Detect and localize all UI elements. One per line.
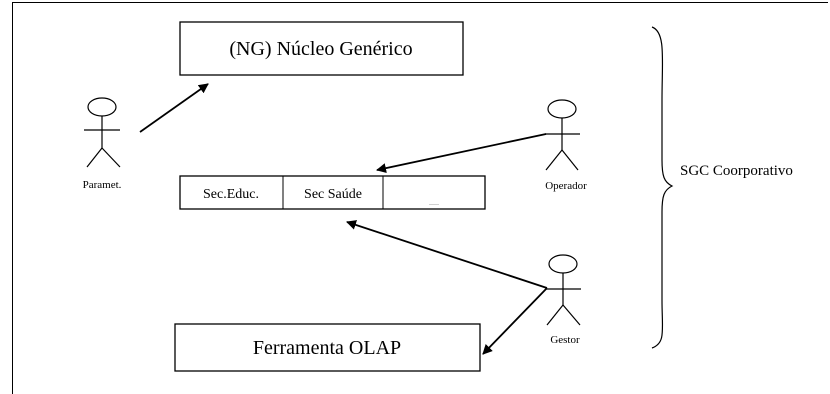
arrow-operador-to-saude <box>376 133 547 174</box>
sec-more-cell: ..... <box>429 198 439 207</box>
arrow-gestor-to-olap <box>482 287 548 355</box>
sgc-coorporativo-label: SGC Coorporativo <box>680 163 793 179</box>
paramet-actor-icon <box>84 97 121 168</box>
arrow-paramet-to-nucleo <box>139 83 209 133</box>
secretarias-row: Sec.Educ. Sec Saúde ..... <box>179 175 486 210</box>
arrow-gestor-to-secretarias <box>346 220 548 289</box>
sgc-brace <box>651 26 674 349</box>
sec-saude-cell: Sec Saúde <box>304 187 362 202</box>
ferramenta-olap-box: Ferramenta OLAP <box>174 323 481 372</box>
paramet-label: Paramet. <box>83 179 122 191</box>
gestor-label: Gestor <box>550 334 580 346</box>
nucleo-generico-label: (NG) Núcleo Genérico <box>229 38 412 60</box>
operador-label: Operador <box>545 180 587 192</box>
sec-educ-cell: Sec.Educ. <box>203 187 259 202</box>
ferramenta-olap-label: Ferramenta OLAP <box>253 337 401 359</box>
operador-actor-icon <box>545 99 580 171</box>
nucleo-generico-box: (NG) Núcleo Genérico <box>179 21 464 76</box>
gestor-actor-icon <box>546 254 581 326</box>
